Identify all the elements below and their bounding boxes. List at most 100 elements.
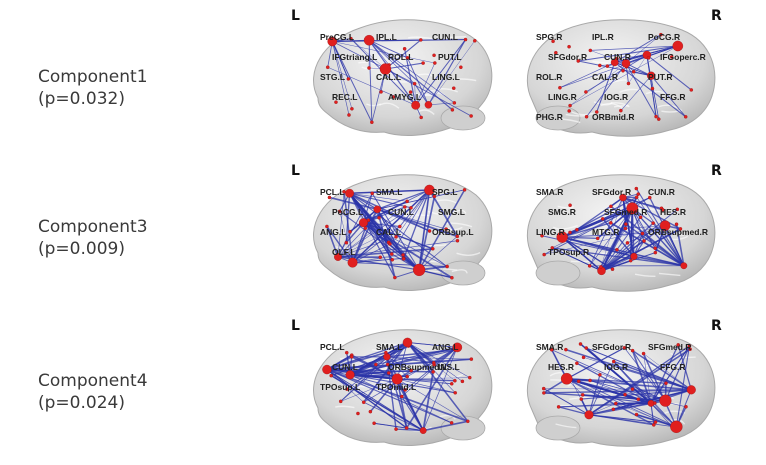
network-edge: [363, 347, 458, 403]
network-node: [450, 275, 454, 280]
network-node: [432, 53, 436, 58]
region-label: AMYG.L: [388, 92, 421, 102]
gyrus-line: [361, 65, 382, 70]
network-node: [345, 387, 349, 391]
network-node: [394, 427, 398, 431]
region-label: ORBmid.R: [592, 112, 635, 122]
network-node: [628, 258, 633, 263]
network-node: [368, 409, 373, 414]
network-edge: [650, 75, 687, 118]
network-node: [556, 405, 561, 409]
region-label: ANG.L: [320, 227, 346, 237]
network-edge: [377, 208, 430, 232]
gyrus-line: [439, 414, 456, 420]
network-node: [689, 88, 694, 92]
left-hemisphere-letter: L: [291, 8, 300, 24]
network-edge: [601, 216, 641, 272]
network-edge: [363, 222, 420, 271]
network-edge: [363, 200, 408, 224]
network-node: [400, 394, 404, 399]
network-edge: [632, 350, 666, 401]
brain-surface: [526, 329, 716, 447]
region-label: SMG.R: [548, 207, 576, 217]
gyrus-line: [557, 205, 574, 209]
network-edge: [369, 378, 398, 413]
hub-node: [619, 193, 627, 202]
network-edge: [588, 403, 616, 416]
gyrus-line: [407, 36, 434, 40]
hub-node: [672, 40, 684, 52]
network-edge: [646, 54, 692, 91]
network-edge: [385, 39, 422, 70]
component-name: Component1: [38, 67, 148, 87]
network-edge: [558, 406, 590, 416]
network-node: [587, 264, 592, 268]
network-node: [344, 350, 349, 355]
network-node: [542, 252, 546, 257]
network-edge: [340, 378, 398, 402]
network-node: [432, 360, 436, 365]
region-label: SPG.L: [432, 187, 458, 197]
network-edge: [326, 369, 364, 403]
hub-node: [347, 257, 358, 268]
network-edge: [585, 54, 648, 93]
gyrus-line: [335, 405, 355, 409]
gyrus-line: [619, 88, 642, 93]
region-label: ROL.L: [388, 52, 414, 62]
network-node: [325, 224, 329, 229]
network-edge: [423, 420, 468, 432]
network-node: [661, 208, 665, 212]
network-node: [567, 109, 571, 113]
cerebellum: [440, 260, 486, 286]
component-pvalue: (p=0.032): [38, 89, 125, 109]
hub-node: [359, 218, 368, 228]
network-node: [578, 342, 583, 346]
region-label: ORBsupmed.R: [648, 227, 708, 237]
network-edge: [337, 240, 458, 258]
network-node: [575, 227, 579, 232]
hub-node: [379, 63, 392, 75]
network-node: [576, 59, 580, 63]
gyrus-line: [552, 224, 578, 230]
region-label: TPOsup.R: [548, 247, 589, 257]
network-edge: [614, 62, 652, 76]
component-pvalue: (p=0.009): [38, 239, 125, 259]
region-label: TPOmid.L: [376, 382, 416, 392]
network-node: [361, 400, 366, 405]
network-edge: [601, 260, 631, 272]
network-edge: [331, 41, 349, 80]
network-node: [468, 375, 472, 380]
network-node: [599, 265, 603, 269]
network-edge: [625, 223, 685, 267]
network-edge: [407, 342, 434, 373]
network-edge: [590, 45, 678, 51]
region-label: SFGdor.R: [592, 342, 631, 352]
network-edge: [576, 362, 652, 404]
region-label: SFGmed.R: [648, 342, 691, 352]
network-node: [349, 355, 354, 359]
network-node: [684, 405, 688, 409]
region-label: CAL.L: [376, 227, 401, 237]
region-label: SPG.R: [536, 32, 562, 42]
network-node: [609, 204, 613, 209]
network-node: [588, 48, 593, 53]
network-node: [449, 382, 454, 386]
hub-node: [391, 373, 403, 385]
network-edge: [332, 41, 353, 109]
network-node: [648, 195, 652, 200]
network-node: [347, 113, 351, 117]
region-label: ROL.R: [536, 72, 562, 82]
gyrus-line: [436, 199, 457, 204]
hub-node: [659, 220, 671, 231]
network-edge: [331, 41, 350, 116]
network-node: [387, 371, 391, 375]
region-label: SFGdor.R: [548, 52, 587, 62]
network-node: [344, 240, 349, 245]
network-node: [433, 61, 437, 65]
region-label: SMA.L: [376, 187, 402, 197]
network-edge: [352, 248, 433, 263]
hub-node: [584, 410, 594, 420]
network-edge: [652, 222, 685, 267]
network-edge: [404, 347, 458, 391]
